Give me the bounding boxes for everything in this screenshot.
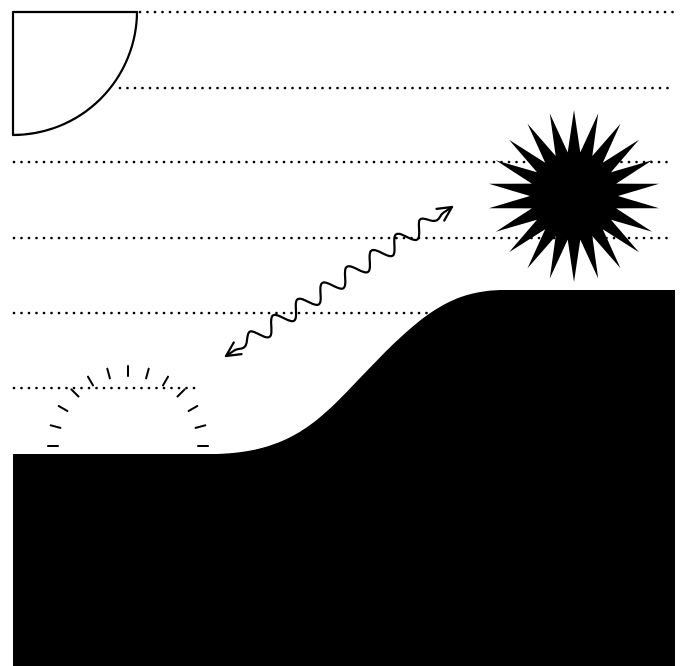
half-circle-dash: [51, 425, 61, 428]
half-circle-dash: [59, 406, 68, 411]
terrain-slope: [13, 290, 675, 666]
dashed-half-circle: [48, 366, 208, 446]
half-circle-dash: [196, 425, 206, 428]
half-circle-dash: [189, 406, 198, 411]
spiky-star: [489, 110, 659, 282]
half-circle-dash: [163, 377, 168, 386]
half-circle-dash: [107, 369, 110, 379]
quarter-disc-outline: [13, 12, 137, 135]
half-circle-dash: [146, 369, 149, 379]
half-circle-dash: [88, 377, 93, 386]
half-circle-dash: [71, 389, 78, 396]
half-circle-dash: [178, 389, 185, 396]
